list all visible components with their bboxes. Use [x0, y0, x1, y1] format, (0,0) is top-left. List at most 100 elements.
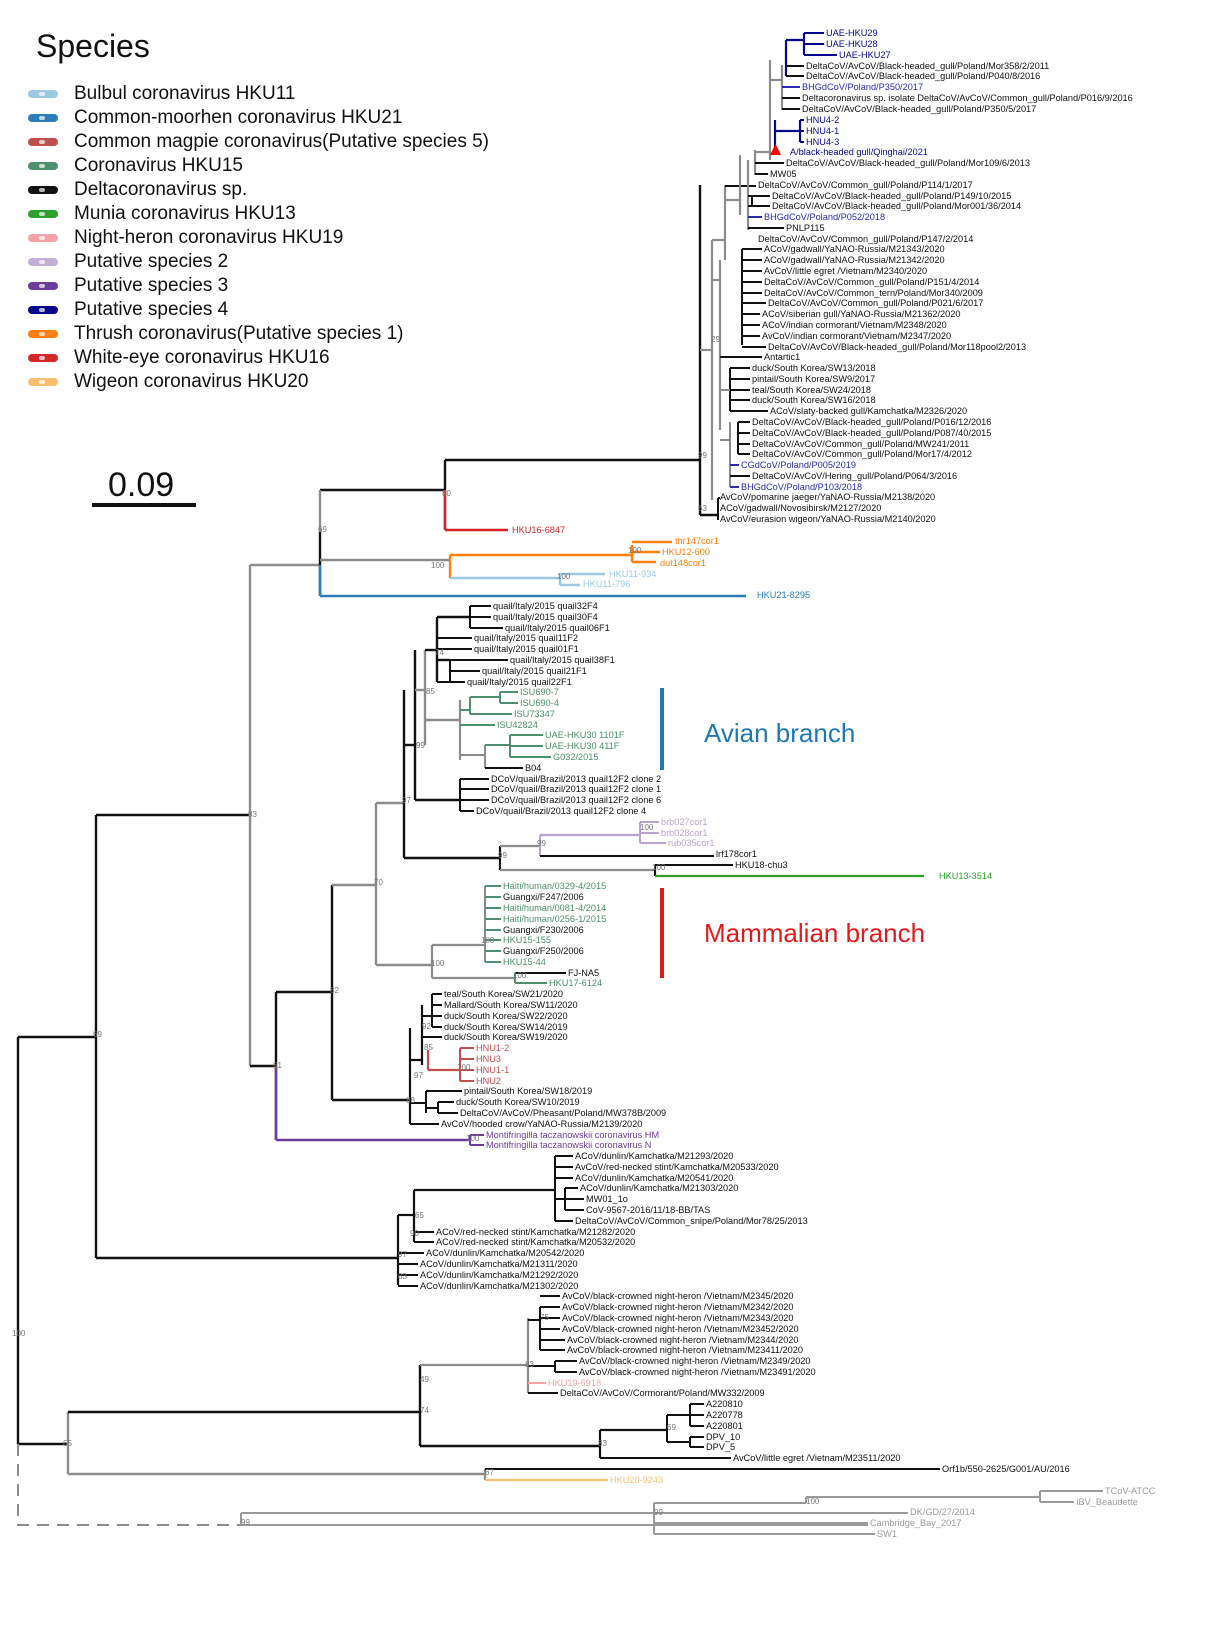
legend-item: Thrush coronavirus(Putative species 1) [28, 322, 489, 346]
tip-label: HNU4-2 [806, 115, 839, 125]
tip-label: HKU15-44 [503, 957, 546, 967]
tip-label: rub035cor1 [668, 838, 714, 848]
legend-label: White-eye coronavirus HKU16 [74, 347, 330, 368]
support-value: 100 [431, 561, 445, 570]
legend-swatch [28, 258, 58, 266]
tip-label: IBV_Beaudette [1076, 1497, 1138, 1507]
tip-label: BHGdCoV/Poland/P350/2017 [802, 82, 923, 92]
tip-label: quail/Italy/2015 quail06F1 [505, 623, 610, 633]
tip-label: ACoV/dunlin/Kamchatka/M21302/2020 [420, 1281, 578, 1291]
legend-swatch [28, 138, 58, 146]
legend-item: White-eye coronavirus HKU16 [28, 346, 489, 370]
tip-label: A/black-headed gull/Qinghai/2021 [790, 147, 928, 157]
tip-label: DeltaCoV/AvCoV/Black-headed_gull/Poland/… [772, 201, 1021, 211]
legend-item: Common magpie coronavirus(Putative speci… [28, 130, 489, 154]
tip-label: DeltaCoV/AvCoV/Black-headed_gull/Poland/… [806, 61, 1049, 71]
support-value: 83 [525, 1360, 534, 1369]
tip-label: duck/South Korea/SW22/2020 [444, 1011, 568, 1021]
tip-label: Deltacoronavirus sp. isolate DeltaCoV/Av… [802, 93, 1133, 103]
support-value: 85 [424, 1043, 433, 1052]
tip-label: Haiti/human/0329-4/2015 [503, 881, 606, 891]
tip-label: DeltaCoV/AvCoV/Hering_gull/Poland/P064/3… [752, 471, 957, 481]
support-value: 90 [410, 1229, 419, 1238]
tip-label: ACoV/red-necked stint/Kamchatka/M20532/2… [436, 1237, 635, 1247]
query-marker-icon [770, 144, 781, 155]
legend-label: Thrush coronavirus(Putative species 1) [74, 323, 404, 344]
tip-label: DeltaCoV/AvCoV/Black-headed_gull/Poland/… [752, 417, 991, 427]
tip-label: DeltaCoV/AvCoV/Black-headed_gull/Poland/… [806, 71, 1040, 81]
tip-label: ACoV/gadwall/YaNAO-Russia/M21343/2020 [764, 244, 945, 254]
tip-label: UAE-HKU27 [839, 50, 891, 60]
tip-label: HNU1-1 [476, 1065, 509, 1075]
legend-item: Deltacoronavirus sp. [28, 178, 489, 202]
legend-swatch [28, 234, 58, 242]
legend-swatch [28, 90, 58, 98]
tip-label: HKU15-155 [503, 935, 551, 945]
legend-swatch [28, 306, 58, 314]
support-value: 100 [481, 936, 495, 945]
tip-label: HKU18-chu3 [735, 860, 788, 870]
support-value: 100 [12, 1329, 26, 1338]
support-value: 29 [711, 335, 720, 344]
support-value: 97 [398, 1250, 407, 1259]
tip-label: ACoV/siberian gull/YaNAO-Russia/M21362/2… [762, 309, 961, 319]
support-value: 49 [420, 1375, 429, 1384]
tip-label: HNU4-1 [806, 126, 839, 136]
tip-label: AvCoV/black-crowned night-heron /Vietnam… [562, 1324, 799, 1334]
tip-label: DeltaCoV/AvCoV/Common_gull/Poland/MW241/… [752, 439, 969, 449]
tip-label: Orf1b/550-2625/G001/AU/2016 [942, 1464, 1070, 1474]
tip-label: DCoV/quail/Brazil/2013 quail12F2 clone 1 [491, 784, 661, 794]
tip-label: DCoV/quail/Brazil/2013 quail12F2 clone 6 [491, 795, 661, 805]
legend-label: Putative species 2 [74, 251, 229, 272]
legend-label: Common-moorhen coronavirus HKU21 [74, 107, 403, 128]
scale-bar [92, 503, 196, 507]
support-value: 97 [414, 1071, 423, 1080]
tip-label: PNLP115 [786, 223, 825, 233]
tip-label: A220778 [706, 1410, 743, 1420]
tip-label: quail/Italy/2015 quail22F1 [467, 677, 572, 687]
tip-label: pintail/South Korea/SW18/2019 [464, 1086, 592, 1096]
legend-label: Munia coronavirus HKU13 [74, 203, 296, 224]
support-value: 69 [667, 1423, 676, 1432]
tip-label: AvCoV/black-crowned night-heron /Vietnam… [567, 1345, 803, 1355]
support-value: 99 [654, 1508, 663, 1517]
support-value: 100 [513, 971, 527, 980]
tip-label: HNU3 [476, 1054, 501, 1064]
tip-label: dut148cor1 [660, 558, 706, 568]
support-value: 83 [398, 1272, 407, 1281]
tip-label: DeltaCoV/AvCoV/Black-headed_gull/Poland/… [768, 342, 1026, 352]
tip-label: ACoV/dunlin/Kamchatka/M21303/2020 [580, 1183, 738, 1193]
tip-label: brb028cor1 [661, 828, 707, 838]
legend-item: Common-moorhen coronavirus HKU21 [28, 106, 489, 130]
tip-label: Guangxi/F247/2006 [503, 892, 584, 902]
tip-label: duck/South Korea/SW13/2018 [752, 363, 876, 373]
legend-swatch [28, 114, 58, 122]
legend-label: Coronavirus HKU15 [74, 155, 243, 176]
tip-label: duck/South Korea/SW10/2019 [456, 1097, 580, 1107]
tip-label: ACoV/gadwall/YaNAO-Russia/M21342/2020 [764, 255, 945, 265]
support-value: 99 [698, 451, 707, 460]
legend-swatch [28, 186, 58, 194]
legend-item: Munia coronavirus HKU13 [28, 202, 489, 226]
tip-label: ACoV/indian cormorant/Vietnam/M2348/2020 [762, 320, 947, 330]
tip-label: teal/South Korea/SW21/2020 [444, 989, 563, 999]
tip-label: SW1 [877, 1529, 897, 1539]
tip-label: MW01_1o [586, 1194, 628, 1204]
tip-label: pintail/South Korea/SW9/2017 [752, 374, 875, 384]
support-value: 100 [557, 572, 571, 581]
support-value: 99 [416, 741, 425, 750]
tip-label: ISU42824 [497, 720, 538, 730]
tip-label: AvCoV/black-crowned night-heron /Vietnam… [579, 1356, 811, 1366]
legend-swatch [28, 162, 58, 170]
tip-label: quail/Italy/2015 quail01F1 [474, 644, 579, 654]
support-value: 100 [806, 1497, 820, 1506]
mammalian-branch-label: Mammalian branch [704, 918, 926, 948]
support-value: 99 [498, 851, 507, 860]
tip-label: HKU12-600 [662, 547, 710, 557]
tip-label: HNU1-2 [476, 1043, 509, 1053]
tip-label: quail/Italy/2015 quail21F1 [482, 666, 587, 676]
tip-label: B04 [525, 763, 541, 773]
legend-item: Night-heron coronavirus HKU19 [28, 226, 489, 250]
tip-label: G032/2015 [553, 752, 598, 762]
